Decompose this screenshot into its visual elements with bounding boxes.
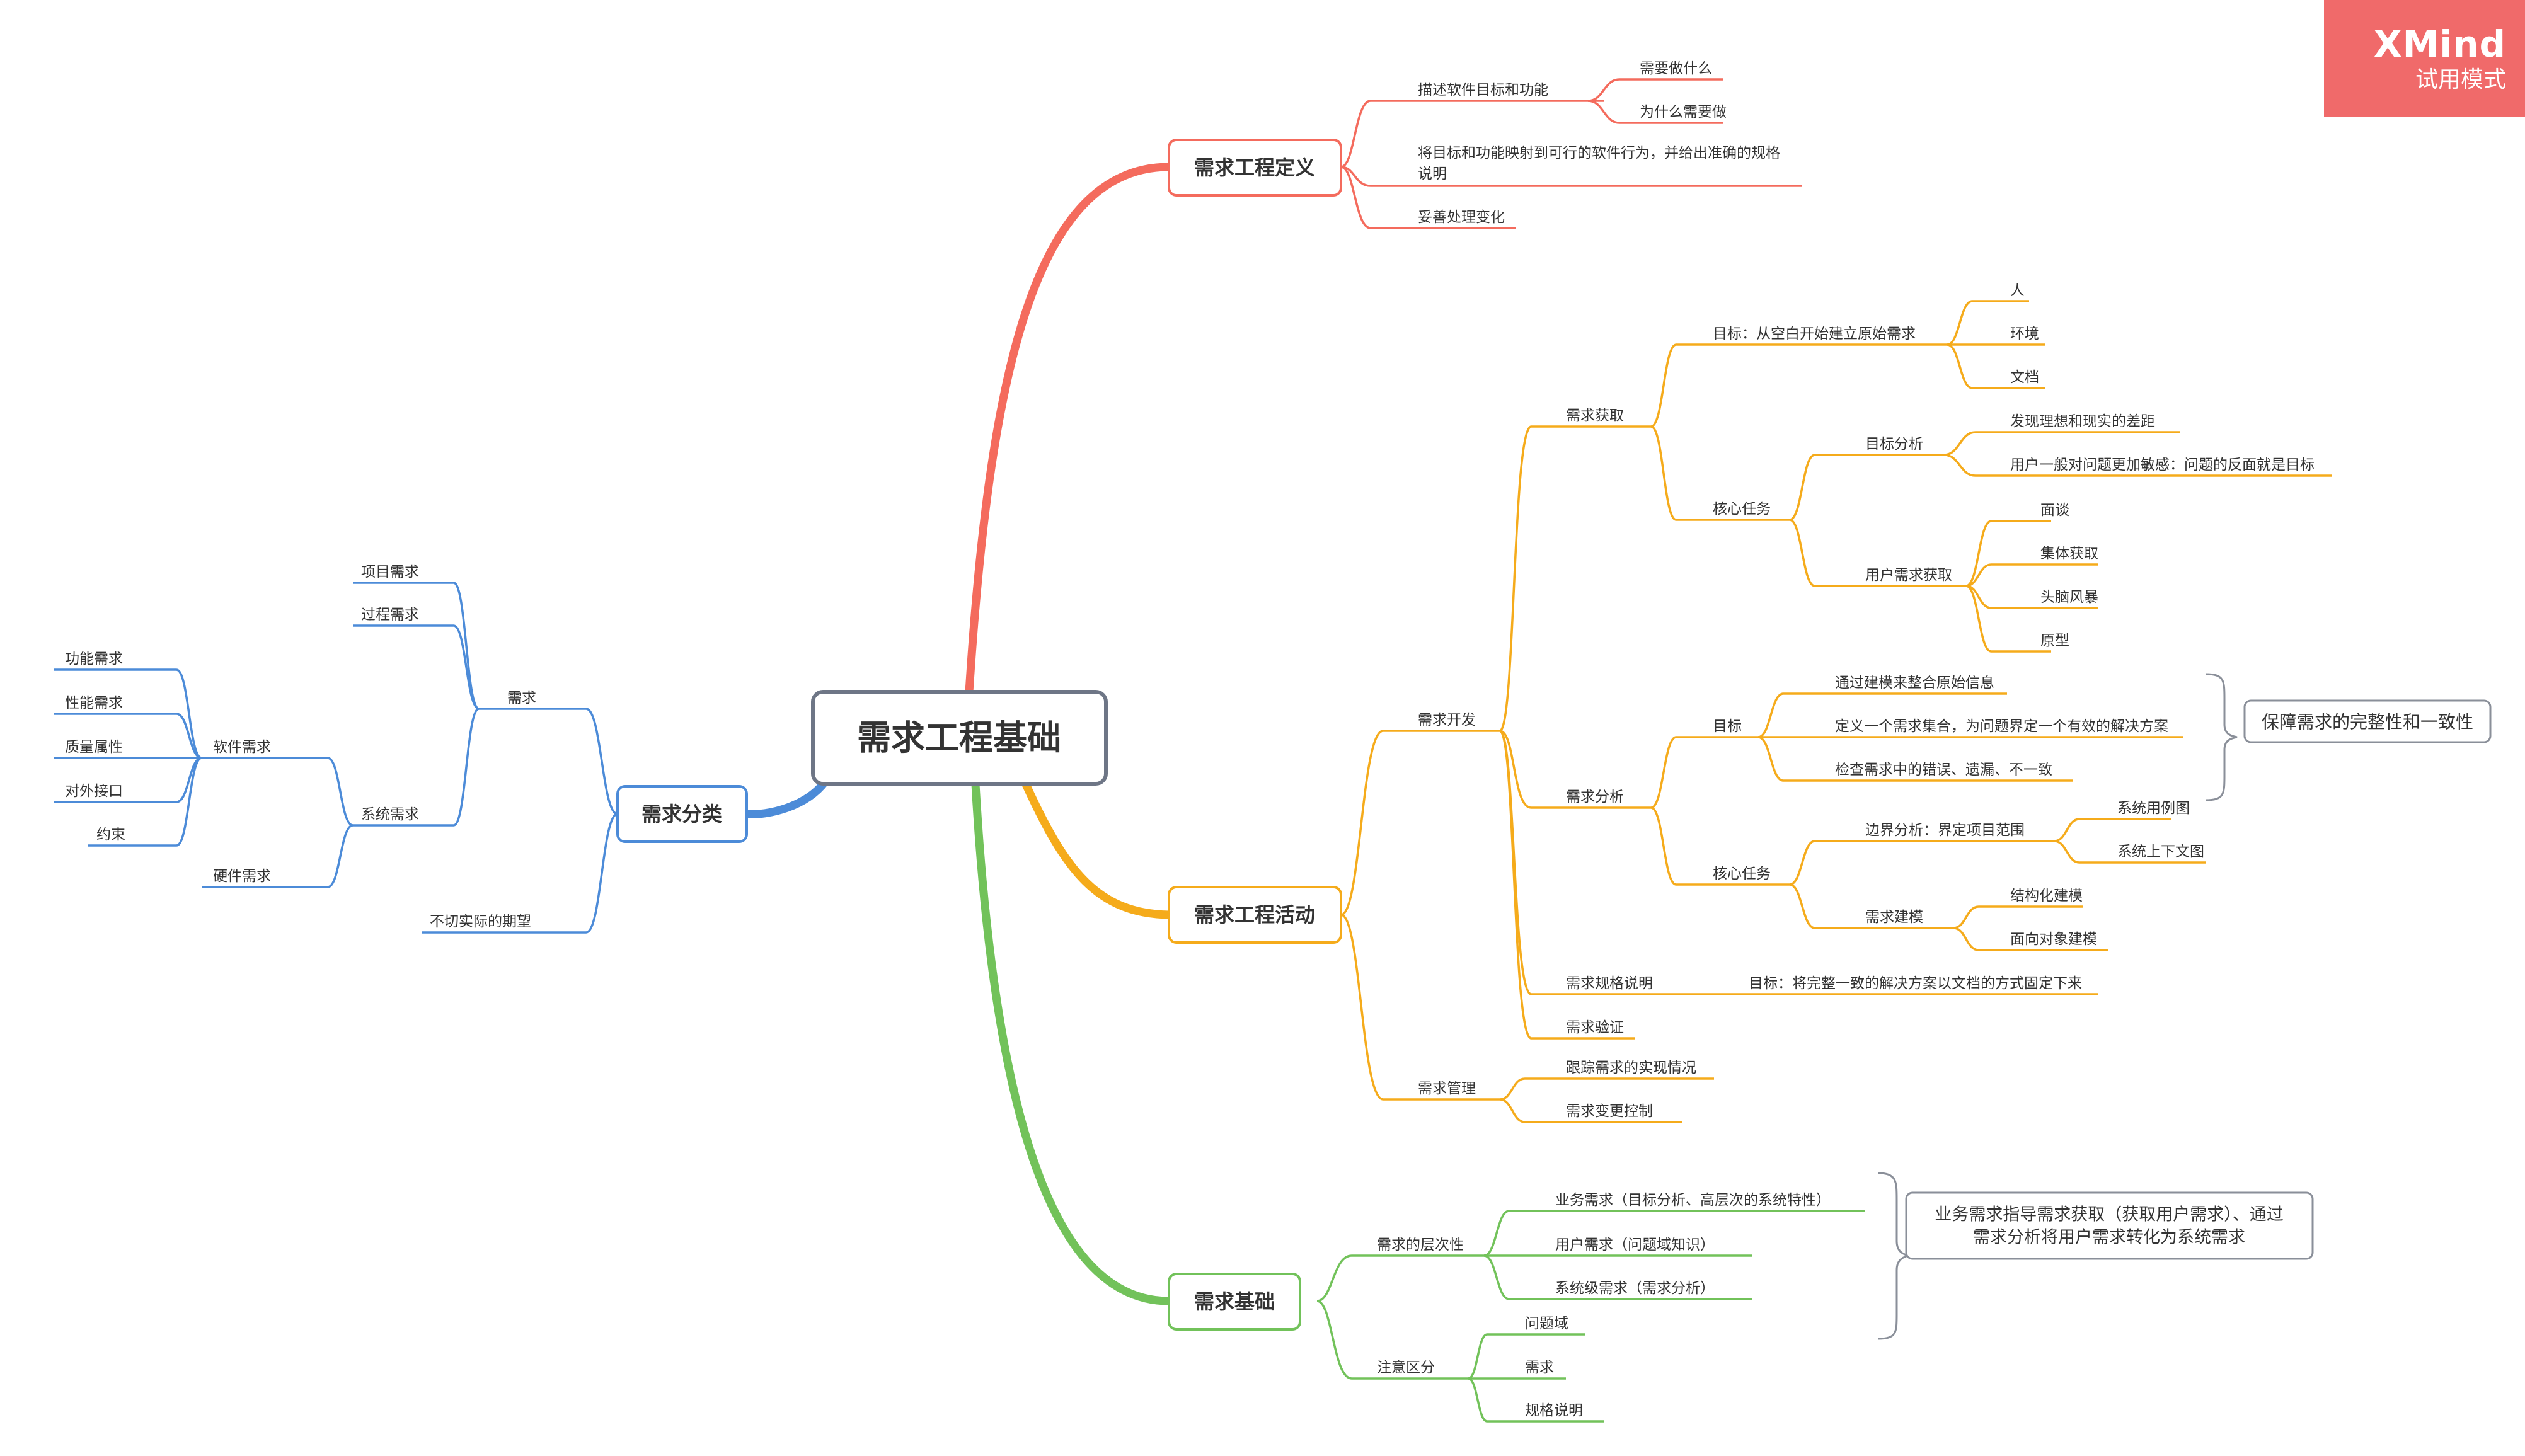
levels-summary-box[interactable]: 业务需求指导需求获取（获取用户需求）、通过 需求分析将用户需求转化为系统需求 — [1905, 1191, 2314, 1260]
topic-mapping-line2[interactable]: 说明 — [1418, 166, 1447, 182]
topic-oo[interactable]: 面向对象建模 — [2010, 931, 2097, 948]
topic-functional[interactable]: 功能需求 — [65, 651, 123, 667]
topic-analysis[interactable]: 需求分析 — [1566, 789, 1624, 805]
levels-summary-line1: 业务需求指导需求获取（获取用户需求）、通过 — [1935, 1205, 2284, 1225]
topic-define-set[interactable]: 定义一个需求集合，为问题界定一个有效的解决方案 — [1835, 718, 2168, 735]
branch-to-basics — [971, 780, 1173, 1305]
topic-tracking[interactable]: 跟踪需求的实现情况 — [1566, 1060, 1696, 1076]
classification-node[interactable]: 需求分类 — [616, 785, 748, 843]
levels-bracket — [1877, 1172, 1912, 1340]
topic-development[interactable]: 需求开发 — [1418, 712, 1476, 728]
definition-label: 需求工程定义 — [1194, 156, 1315, 180]
topic-process[interactable]: 过程需求 — [361, 607, 419, 623]
topic-context[interactable]: 系统上下文图 — [2117, 844, 2204, 860]
topic-req[interactable]: 需求 — [507, 690, 536, 706]
branch-to-activities — [1021, 780, 1173, 919]
topic-structured[interactable]: 结构化建模 — [2010, 888, 2083, 904]
topic-prototype[interactable]: 原型 — [2040, 633, 2069, 649]
topic-validation[interactable]: 需求验证 — [1566, 1019, 1624, 1036]
topic-elicitation[interactable]: 需求获取 — [1566, 408, 1624, 424]
topic-interface[interactable]: 对外接口 — [65, 783, 123, 800]
topic-labels: 描述软件目标和功能 需要做什么 为什么需要做 将目标和功能映射到可行的软件行为，… — [65, 60, 2315, 1419]
definition-subtree — [1340, 78, 1802, 229]
topic-people[interactable]: 人 — [2010, 282, 2025, 299]
classification-label: 需求分类 — [641, 802, 722, 826]
definition-node[interactable]: 需求工程定义 — [1168, 139, 1342, 197]
analysis-summary-text: 保障需求的完整性和一致性 — [2262, 712, 2473, 733]
topic-mapping-line1[interactable]: 将目标和功能映射到可行的软件行为，并给出准确的规格 — [1418, 145, 1780, 161]
basics-label: 需求基础 — [1194, 1290, 1275, 1314]
topic-describe[interactable]: 描述软件目标和功能 — [1418, 82, 1548, 98]
activities-node[interactable]: 需求工程活动 — [1168, 886, 1342, 944]
analysis-summary-box[interactable]: 保障需求的完整性和一致性 — [2243, 699, 2492, 743]
root-label: 需求工程基础 — [857, 718, 1061, 758]
topic-management[interactable]: 需求管理 — [1418, 1081, 1476, 1097]
topic-business[interactable]: 业务需求（目标分析、高层次的系统特性） — [1555, 1192, 1831, 1208]
topic-elicitation-goal[interactable]: 目标：从空白开始建立原始需求 — [1713, 326, 1916, 342]
topic-brainstorm[interactable]: 头脑风暴 — [2040, 589, 2098, 605]
topic-specification[interactable]: 需求规格说明 — [1566, 975, 1653, 992]
xmind-trial-watermark[interactable]: XMind 试用模式 — [2324, 0, 2525, 117]
branch-to-definition — [965, 163, 1173, 696]
topic-what[interactable]: 需要做什么 — [1640, 60, 1712, 77]
main-branches — [741, 163, 1173, 1305]
topic-user[interactable]: 用户需求（问题域知识） — [1555, 1237, 1715, 1253]
topic-performance[interactable]: 性能需求 — [65, 695, 123, 711]
topic-goal-analysis[interactable]: 目标分析 — [1865, 436, 1923, 452]
analysis-goal-bracket — [2205, 673, 2238, 801]
topic-use-case[interactable]: 系统用例图 — [2117, 800, 2190, 817]
root-node[interactable]: 需求工程基础 — [811, 690, 1108, 786]
topic-gap[interactable]: 发现理想和现实的差距 — [2010, 413, 2155, 430]
topic-problem-domain[interactable]: 问题域 — [1525, 1316, 1568, 1332]
topic-check[interactable]: 检查需求中的错误、遗漏、不一致 — [1835, 762, 2052, 778]
topic-analysis-goal[interactable]: 目标 — [1713, 718, 1742, 735]
topic-system-level[interactable]: 系统级需求（需求分析） — [1555, 1280, 1715, 1297]
topic-software[interactable]: 软件需求 — [213, 739, 271, 755]
topic-integrate[interactable]: 通过建模来整合原始信息 — [1835, 675, 1994, 691]
activities-subtree — [1340, 300, 2332, 1123]
basics-subtree — [1316, 1172, 1912, 1423]
topic-specification-goal[interactable]: 目标：将完整一致的解决方案以文档的方式固定下来 — [1749, 975, 2082, 992]
topic-constraint[interactable]: 约束 — [96, 827, 125, 843]
topic-change[interactable]: 妥善处理变化 — [1418, 209, 1505, 226]
topic-modeling[interactable]: 需求建模 — [1865, 909, 1923, 926]
activities-label: 需求工程活动 — [1194, 903, 1315, 927]
topic-environment[interactable]: 环境 — [2010, 326, 2039, 342]
topic-project[interactable]: 项目需求 — [361, 564, 419, 580]
levels-summary-line2: 需求分析将用户需求转化为系统需求 — [1973, 1228, 2245, 1247]
topic-analysis-core[interactable]: 核心任务 — [1713, 866, 1771, 882]
topic-elicitation-core[interactable]: 核心任务 — [1713, 501, 1771, 517]
watermark-mode: 试用模式 — [2415, 67, 2506, 93]
topic-system[interactable]: 系统需求 — [361, 806, 419, 823]
topic-group[interactable]: 集体获取 — [2040, 546, 2098, 562]
topic-user-elicitation[interactable]: 用户需求获取 — [1865, 567, 1952, 583]
watermark-brand: XMind — [2373, 23, 2506, 66]
topic-requirement[interactable]: 需求 — [1525, 1360, 1554, 1376]
topic-why[interactable]: 为什么需要做 — [1640, 104, 1727, 120]
topic-documents[interactable]: 文档 — [2010, 369, 2039, 386]
topic-spec[interactable]: 规格说明 — [1525, 1402, 1583, 1419]
topic-boundary[interactable]: 边界分析：界定项目范围 — [1865, 822, 2025, 839]
topic-unrealistic[interactable]: 不切实际的期望 — [430, 914, 531, 930]
topic-quality[interactable]: 质量属性 — [65, 739, 123, 755]
topic-hardware[interactable]: 硬件需求 — [213, 868, 271, 885]
topic-sensitive[interactable]: 用户一般对问题更加敏感：问题的反面就是目标 — [2010, 457, 2315, 473]
classification-subtree — [54, 582, 618, 934]
topic-interview[interactable]: 面谈 — [2040, 502, 2069, 519]
topic-levels[interactable]: 需求的层次性 — [1377, 1237, 1464, 1253]
topic-change-control[interactable]: 需求变更控制 — [1566, 1103, 1653, 1120]
branch-to-classification — [741, 777, 830, 818]
basics-node[interactable]: 需求基础 — [1168, 1273, 1301, 1331]
topic-distinguish[interactable]: 注意区分 — [1377, 1360, 1435, 1376]
